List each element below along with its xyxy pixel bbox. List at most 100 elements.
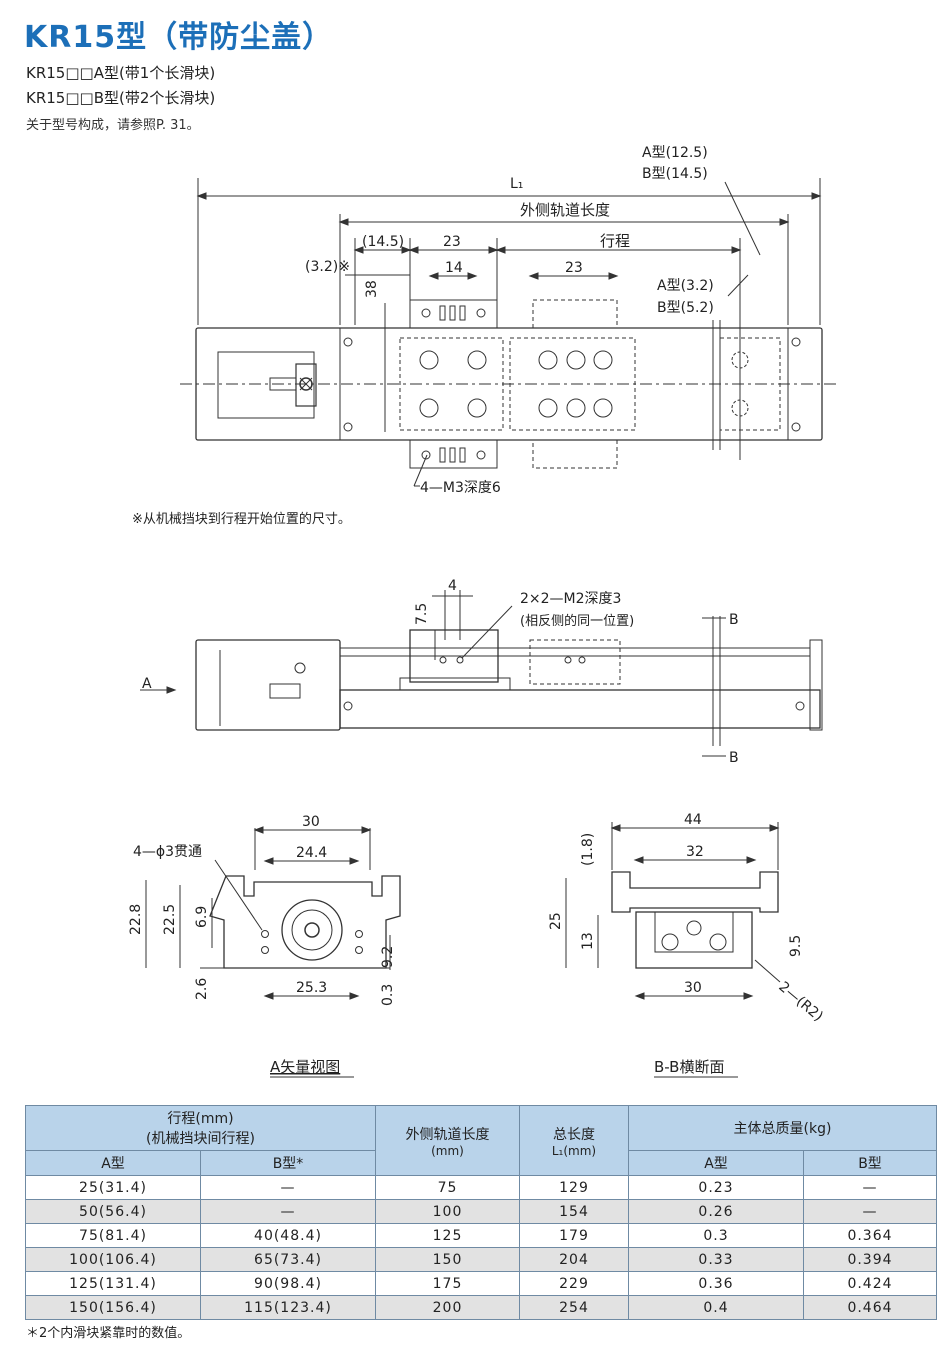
dim-outer-rail: 外侧轨道长度 xyxy=(520,201,610,219)
table-row: 100(106.4) 65(73.4) 150 204 0.33 0.394 xyxy=(25,1247,937,1272)
table-row: 125(131.4) 90(98.4) 175 229 0.36 0.424 xyxy=(25,1271,937,1296)
side-holes-note: (相反侧的同一位置) xyxy=(520,613,634,629)
cell-b: 115(123.4) xyxy=(200,1295,376,1320)
sec-dim-44: 44 xyxy=(684,812,702,828)
top-view-note: ※从机械挡块到行程开始位置的尺寸。 xyxy=(132,512,351,527)
cell-mass-a: 0.4 xyxy=(628,1295,804,1320)
cell-mass-b: — xyxy=(803,1199,937,1224)
end-view-caption: A矢量视图 xyxy=(270,1058,340,1076)
cell-outer: 75 xyxy=(375,1175,520,1200)
end-dim-24-4: 24.4 xyxy=(296,845,327,861)
a-type-end: A型(12.5) xyxy=(642,145,708,161)
b-type-offset: B型(5.2) xyxy=(657,300,714,316)
cell-b: — xyxy=(200,1175,376,1200)
technical-drawings: L₁ 外侧轨道长度 (14.5) 23 行程 14 23 (3.2)※ 38 A… xyxy=(128,145,840,1078)
cell-total: 204 xyxy=(519,1247,629,1272)
cell-outer: 100 xyxy=(375,1199,520,1224)
cell-total: 154 xyxy=(519,1199,629,1224)
dim-23-b: 23 xyxy=(565,260,583,276)
b-type-end: B型(14.5) xyxy=(642,166,708,182)
th-total-label: 总长度 xyxy=(553,1126,595,1143)
cell-mass-b: 0.464 xyxy=(803,1295,937,1320)
top-view: L₁ 外侧轨道长度 (14.5) 23 行程 14 23 (3.2)※ 38 A… xyxy=(180,145,840,496)
table-row: 75(81.4) 40(48.4) 125 179 0.3 0.364 xyxy=(25,1223,937,1248)
end-dim-22-5: 22.5 xyxy=(162,904,178,935)
cell-outer: 125 xyxy=(375,1223,520,1248)
sec-dim-9-5: 9.5 xyxy=(788,935,804,957)
table-row: 25(31.4) — 75 129 0.23 — xyxy=(25,1175,937,1200)
cell-outer: 150 xyxy=(375,1247,520,1272)
section-b-bottom: B xyxy=(729,750,739,766)
cell-total: 229 xyxy=(519,1271,629,1296)
model-b-line: KR15□□B型(带2个长滑块) xyxy=(26,89,216,107)
page-title: KR15型（带防尘盖） xyxy=(24,20,334,55)
end-dim-0-3: 0.3 xyxy=(380,984,396,1006)
through-holes: 4—ϕ3贯通 xyxy=(133,844,202,860)
sec-dim-30: 30 xyxy=(684,980,702,996)
end-dim-25-3: 25.3 xyxy=(296,980,327,996)
cell-mass-a: 0.33 xyxy=(628,1247,804,1272)
reference-note: 关于型号构成，请参照P. 31。 xyxy=(26,118,200,133)
th-outer-unit: (mm) xyxy=(431,1143,464,1158)
spec-table: 行程(mm) (机械挡块间行程) 外侧轨道长度 (mm) 总长度 L₁(mm) … xyxy=(25,1105,937,1320)
cell-a: 125(131.4) xyxy=(25,1271,201,1296)
dim-L1: L₁ xyxy=(510,176,523,192)
a-type-offset: A型(3.2) xyxy=(657,278,714,294)
cell-a: 25(31.4) xyxy=(25,1175,201,1200)
view-a-label: A xyxy=(142,676,152,692)
table-row: 50(56.4) — 100 154 0.26 — xyxy=(25,1199,937,1224)
cell-b: 40(48.4) xyxy=(200,1223,376,1248)
table-row: 150(156.4) 115(123.4) 200 254 0.4 0.464 xyxy=(25,1295,937,1320)
sec-dim-32: 32 xyxy=(686,844,704,860)
end-dim-30: 30 xyxy=(302,814,320,830)
dim-stroke: 行程 xyxy=(600,232,630,250)
th-type-b: B型* xyxy=(200,1150,376,1176)
th-mass-b: B型 xyxy=(803,1150,937,1176)
cell-b: 65(73.4) xyxy=(200,1247,376,1272)
th-mass: 主体总质量(kg) xyxy=(628,1105,937,1151)
dim-4: 4 xyxy=(448,578,457,594)
cell-a: 50(56.4) xyxy=(25,1199,201,1224)
sec-dim-13: 13 xyxy=(580,932,596,950)
end-view-a: 30 24.4 4—ϕ3贯通 22.8 22.5 6.9 2.6 9.2 0.3… xyxy=(128,814,401,1078)
cell-outer: 200 xyxy=(375,1295,520,1320)
th-total-unit: L₁(mm) xyxy=(551,1143,597,1158)
side-view: 4 7.5 2×2—M2深度3 (相反侧的同一位置) B B A xyxy=(140,578,823,766)
cell-b: 90(98.4) xyxy=(200,1271,376,1296)
end-dim-6-9: 6.9 xyxy=(194,906,210,928)
dim-7-5: 7.5 xyxy=(414,603,430,625)
cell-mass-a: 0.26 xyxy=(628,1199,804,1224)
cell-mass-b: 0.424 xyxy=(803,1271,937,1296)
sec-r2: 2—(R2) xyxy=(775,979,825,1025)
cell-a: 75(81.4) xyxy=(25,1223,201,1248)
th-total: 总长度 L₁(mm) xyxy=(519,1105,629,1176)
section-view-caption: B-B横断面 xyxy=(654,1058,724,1076)
cell-total: 254 xyxy=(519,1295,629,1320)
cell-total: 179 xyxy=(519,1223,629,1248)
cell-mass-b: 0.364 xyxy=(803,1223,937,1248)
hole-callout: 4—M3深度6 xyxy=(420,480,501,496)
section-b-b: 44 32 (1.8) 25 13 9.5 30 2—(R2) B-B横断面 xyxy=(548,812,826,1078)
end-dim-22-8: 22.8 xyxy=(128,904,144,935)
th-stroke-sub: (机械挡块间行程) xyxy=(146,1131,255,1147)
dim-3-2-star: (3.2)※ xyxy=(305,259,350,275)
cell-total: 129 xyxy=(519,1175,629,1200)
side-holes: 2×2—M2深度3 xyxy=(520,591,621,607)
cell-mass-b: — xyxy=(803,1175,937,1200)
dim-23-a: 23 xyxy=(443,234,461,250)
dim-14-5: (14.5) xyxy=(362,234,404,250)
section-b-top: B xyxy=(729,612,739,628)
sec-dim-25: 25 xyxy=(548,912,564,930)
sec-dim-1-8: (1.8) xyxy=(580,833,596,866)
th-mass-a: A型 xyxy=(628,1150,804,1176)
end-dim-2-6: 2.6 xyxy=(194,978,210,1000)
cell-a: 100(106.4) xyxy=(25,1247,201,1272)
cell-outer: 175 xyxy=(375,1271,520,1296)
cell-a: 150(156.4) xyxy=(25,1295,201,1320)
end-dim-9-2: 9.2 xyxy=(380,946,396,968)
dim-38: 38 xyxy=(364,280,380,298)
th-outer: 外侧轨道长度 (mm) xyxy=(375,1105,520,1176)
cell-mass-b: 0.394 xyxy=(803,1247,937,1272)
model-a-line: KR15□□A型(带1个长滑块) xyxy=(26,64,216,82)
th-stroke: 行程(mm) (机械挡块间行程) xyxy=(25,1105,376,1151)
